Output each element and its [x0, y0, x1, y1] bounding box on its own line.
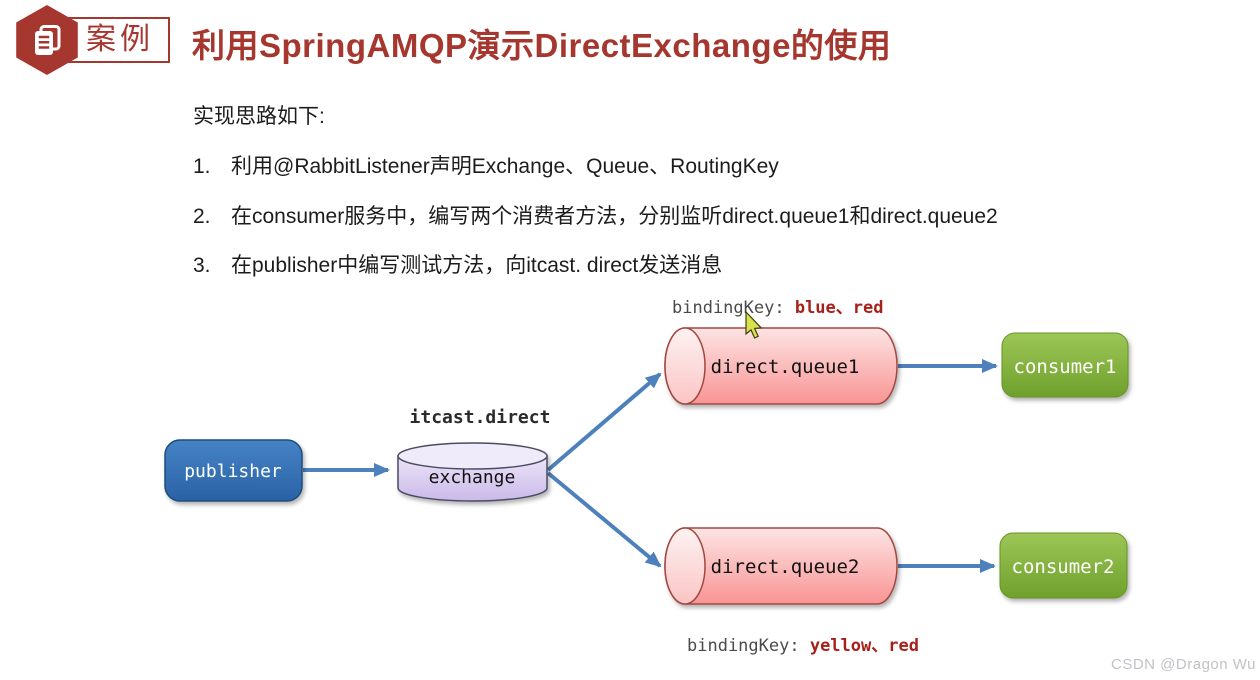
document-icon: [35, 25, 61, 55]
binding-key-top: bindingKey: blue、red: [672, 298, 883, 318]
binding-key-bottom-prefix: bindingKey:: [687, 636, 810, 656]
queue2-left-cap: [664, 527, 706, 605]
arrow-exchange-to-queue1: [546, 372, 662, 472]
case-badge-hexagon: [16, 5, 78, 75]
exchange-node: [397, 442, 548, 502]
queue2-label: direct.queue2: [711, 556, 860, 578]
step-number: 2.: [193, 205, 211, 228]
exchange-label: exchange: [429, 467, 516, 488]
arrow-exchange-to-queue2: [546, 471, 662, 568]
mouse-cursor-icon: [745, 310, 763, 339]
consumer1-node: [1001, 332, 1129, 398]
binding-key-top-prefix: bindingKey:: [672, 298, 795, 318]
binding-key-top-keys: blue、red: [795, 298, 884, 318]
step-text: 利用@RabbitListener声明Exchange、Queue、Routin…: [231, 155, 779, 178]
queue1-node: [664, 327, 898, 405]
step-text: 在consumer服务中，编写两个消费者方法，分别监听direct.queue1…: [231, 205, 998, 228]
consumer1-label: consumer1: [1014, 356, 1117, 378]
case-badge-label: 案例: [86, 23, 154, 56]
watermark: CSDN @Dragon Wu: [1111, 656, 1256, 673]
step-number: 1.: [193, 155, 211, 178]
step-item-3: 3. 在publisher中编写测试方法，向itcast. direct发送消息: [193, 249, 722, 279]
step-text: 在publisher中编写测试方法，向itcast. direct发送消息: [231, 254, 723, 277]
direct-exchange-diagram: publisher exchange itcast.direct direct.…: [164, 298, 1129, 656]
diagram-arrows: [303, 359, 998, 573]
consumer2-label: consumer2: [1012, 556, 1115, 578]
queue1-label: direct.queue1: [711, 356, 860, 378]
binding-key-bottom-keys: yellow、red: [810, 636, 919, 656]
queue2-node: [664, 527, 898, 605]
page-title: 利用SpringAMQP演示DirectExchange的使用: [192, 27, 892, 64]
case-badge-box: 案例: [62, 17, 170, 63]
intro-text: 实现思路如下:: [193, 105, 325, 128]
exchange-name-label: itcast.direct: [410, 407, 551, 428]
queue1-left-cap: [664, 327, 706, 405]
publisher-node: [164, 439, 303, 502]
step-item-2: 2. 在consumer服务中，编写两个消费者方法，分别监听direct.queu…: [193, 200, 998, 230]
consumer2-node: [999, 532, 1128, 599]
step-number: 3.: [193, 254, 211, 277]
binding-key-bottom: bindingKey: yellow、red: [687, 636, 919, 656]
step-item-1: 1. 利用@RabbitListener声明Exchange、Queue、Rout…: [193, 150, 779, 180]
publisher-label: publisher: [184, 461, 282, 482]
exchange-top-cap: [397, 442, 548, 470]
